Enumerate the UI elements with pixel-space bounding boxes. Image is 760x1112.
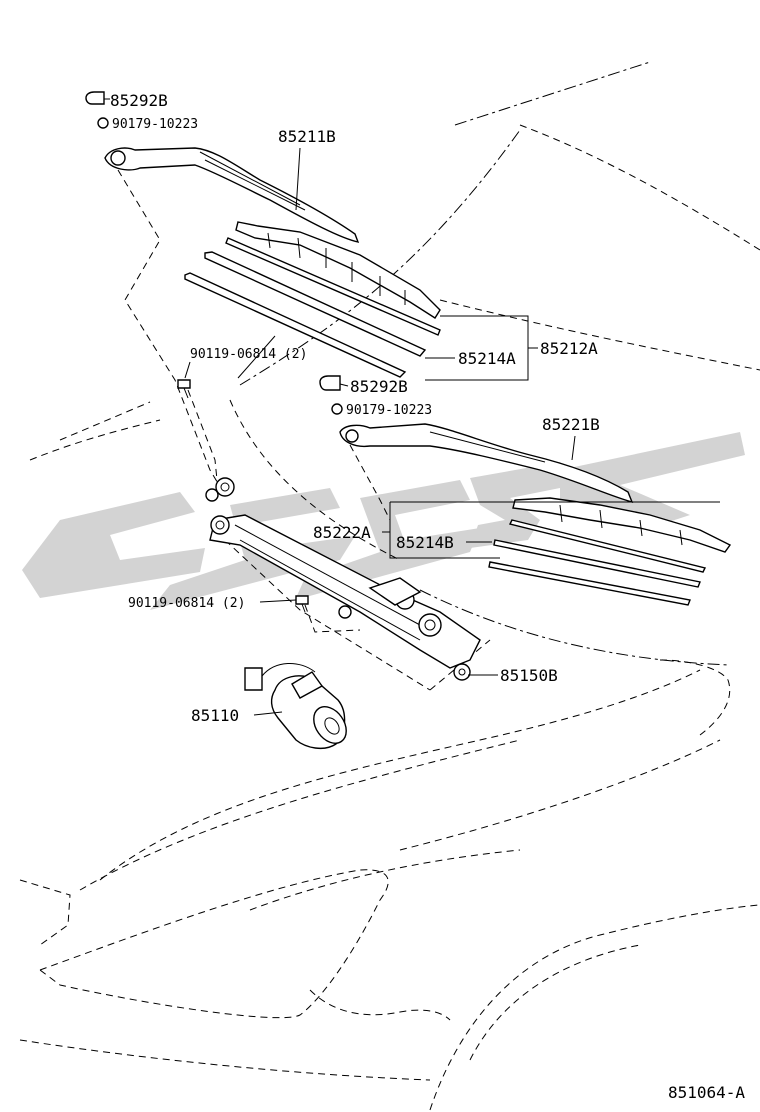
label-cap-lower: 85292B [350, 377, 408, 396]
wiper-arm-left [104, 147, 360, 243]
label-arm-left: 85211B [278, 127, 336, 146]
label-arm-right: 85221B [542, 415, 600, 434]
figure-code: 851064-A [668, 1083, 745, 1102]
fasteners [85, 91, 343, 613]
label-cap-upper: 85292B [110, 91, 168, 110]
label-bolt-lower: 90119-06814 (2) [128, 596, 245, 611]
label-link-assy: 85150B [500, 666, 558, 685]
label-nut-lower: 90179-10223 [346, 403, 432, 418]
wiper-arm-right [339, 423, 634, 504]
wiper-linkage-assembly [205, 477, 481, 681]
wiper-refill-right [488, 539, 701, 606]
wiper-blade-left [225, 221, 441, 336]
label-bolt-upper: 90119-06814 (2) [190, 347, 307, 362]
wiper-motor [244, 662, 347, 750]
label-blade-left: 85212A [540, 339, 598, 358]
vehicle-body-outline [19, 61, 760, 1111]
wiper-blade-right [508, 497, 732, 573]
leader-lines [104, 98, 720, 716]
label-blade-right: 85222A [313, 523, 371, 542]
label-refill-left: 85214A [458, 349, 516, 368]
part-labels: 85292B 90179-10223 85211B 90119-06814 (2… [110, 91, 745, 1102]
label-motor: 85110 [191, 706, 239, 725]
label-refill-right: 85214B [396, 533, 454, 552]
wiper-refill-left [184, 251, 427, 378]
label-nut-upper: 90179-10223 [112, 117, 198, 132]
